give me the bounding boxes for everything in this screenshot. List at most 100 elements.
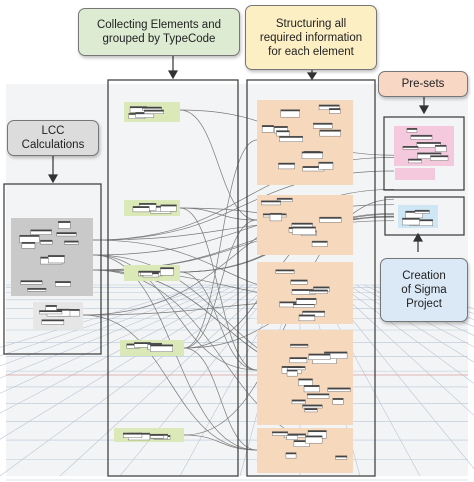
graph-node-header: [272, 431, 288, 434]
graph-node-header: [140, 271, 153, 273]
connection-wire: [92, 254, 258, 371]
graph-node-header: [302, 404, 323, 407]
collecting-callout-line2: grouped by TypeCode: [102, 33, 216, 45]
graph-node-header: [291, 399, 306, 402]
graph-node-header: [160, 267, 174, 270]
presets-callout-label: Pre-sets: [401, 78, 445, 90]
graph-node-header: [402, 218, 420, 220]
structuring-callout-line3: for each element: [268, 45, 354, 58]
graph-node-header: [123, 432, 142, 435]
graph-node-header: [313, 123, 333, 125]
graph-node-header: [277, 198, 293, 200]
graph-node-header: [335, 455, 347, 458]
graph-node-header: [41, 319, 64, 322]
graph-node-header: [40, 240, 53, 242]
connection-wire: [183, 219, 258, 349]
graph-node-header: [46, 309, 70, 311]
graph-node-header: [319, 129, 341, 132]
graph-node-header: [147, 343, 162, 345]
graph-node-header: [312, 241, 328, 243]
graph-node-header: [296, 298, 317, 300]
orange-node-groups: [257, 100, 353, 473]
connection-wire: [183, 139, 258, 349]
graph-node-header: [290, 279, 308, 282]
graph-node-header: [287, 366, 306, 369]
graph-node-header: [417, 152, 442, 155]
sigma-nodes: [402, 209, 433, 227]
graph-node-header: [279, 136, 303, 138]
lcc-calculations-callout: LCC Calculations: [7, 120, 99, 156]
graph-node-header: [302, 166, 325, 168]
presets-secondary-group: [395, 168, 435, 180]
grid-line: [119, 284, 277, 477]
graph-node-header: [134, 342, 151, 345]
graph-node-header: [409, 219, 433, 222]
grid-line: [0, 284, 221, 367]
graph-node-header: [270, 213, 282, 215]
connection-wire: [82, 314, 258, 451]
graph-node-header: [262, 125, 274, 127]
graph-node-header: [132, 206, 150, 208]
graph-node-header: [319, 217, 342, 219]
graph-node-header: [298, 378, 313, 381]
graph-node-header: [319, 104, 340, 107]
graph-node-header: [150, 434, 164, 436]
graph-node-header: [130, 106, 147, 109]
graph-node-header: [304, 385, 320, 387]
graph-node-header: [410, 135, 433, 137]
grid-line: [331, 284, 474, 416]
graph-node-header: [20, 280, 43, 283]
graph-node-header: [313, 286, 330, 289]
graph-node-header: [56, 232, 77, 235]
graph-node-header: [435, 145, 447, 147]
graph-node-header: [414, 210, 430, 212]
graph-node-header: [304, 408, 318, 411]
lcc-frame: [3, 183, 102, 355]
graph-node-header: [27, 288, 47, 290]
grid-line: [0, 284, 245, 414]
graph-node-header: [329, 108, 341, 111]
presets-callout: Pre-sets: [378, 71, 468, 97]
graph-node-header: [144, 109, 164, 112]
graph-node-header: [287, 369, 298, 372]
connection-wire: [179, 109, 258, 221]
graph-node-header: [299, 314, 315, 317]
graph-node-header: [39, 310, 62, 313]
graph-node-header: [406, 128, 417, 130]
structuring-callout-line1: Structuring all: [275, 17, 347, 30]
sigma-frame: [384, 196, 465, 236]
graph-node-header: [275, 269, 295, 272]
structuring-frame: [246, 79, 376, 477]
presets-nodes: [395, 128, 449, 180]
graph-node-header: [21, 242, 35, 244]
graph-node-header: [301, 151, 323, 154]
graph-node-header: [19, 235, 40, 237]
graph-node-header: [405, 211, 423, 213]
graph-node-header: [280, 109, 300, 112]
collecting-callout-line1: Collecting Elements and: [96, 19, 221, 31]
graph-node-header: [416, 142, 441, 144]
grid-line: [59, 284, 269, 477]
graph-node-header: [139, 203, 157, 205]
grid-line: [0, 284, 253, 440]
graph-node-header: [290, 344, 309, 346]
sigma-callout-line3: Project: [406, 298, 442, 310]
graph-node-header: [30, 229, 52, 232]
graph-node-header: [293, 440, 310, 443]
lcc-callout-line1: LCC: [41, 125, 65, 137]
connection-wire: [183, 347, 258, 451]
graph-node-header: [48, 255, 65, 257]
graph-node-header: [150, 344, 173, 347]
graph-node-header: [309, 289, 328, 292]
callout-arrows: [47, 56, 430, 252]
graph-node-header: [274, 126, 288, 128]
graph-node-header: [430, 155, 449, 158]
graph-node-header: [324, 351, 348, 354]
collecting-elements-callout: Collecting Elements and grouped by TypeCo…: [78, 8, 240, 56]
graph-node-header: [45, 305, 57, 307]
lcc-callout-line2: Calculations: [21, 139, 85, 151]
graph-node-header: [278, 162, 295, 165]
graph-node-header: [276, 130, 290, 133]
connection-wire: [179, 207, 258, 371]
